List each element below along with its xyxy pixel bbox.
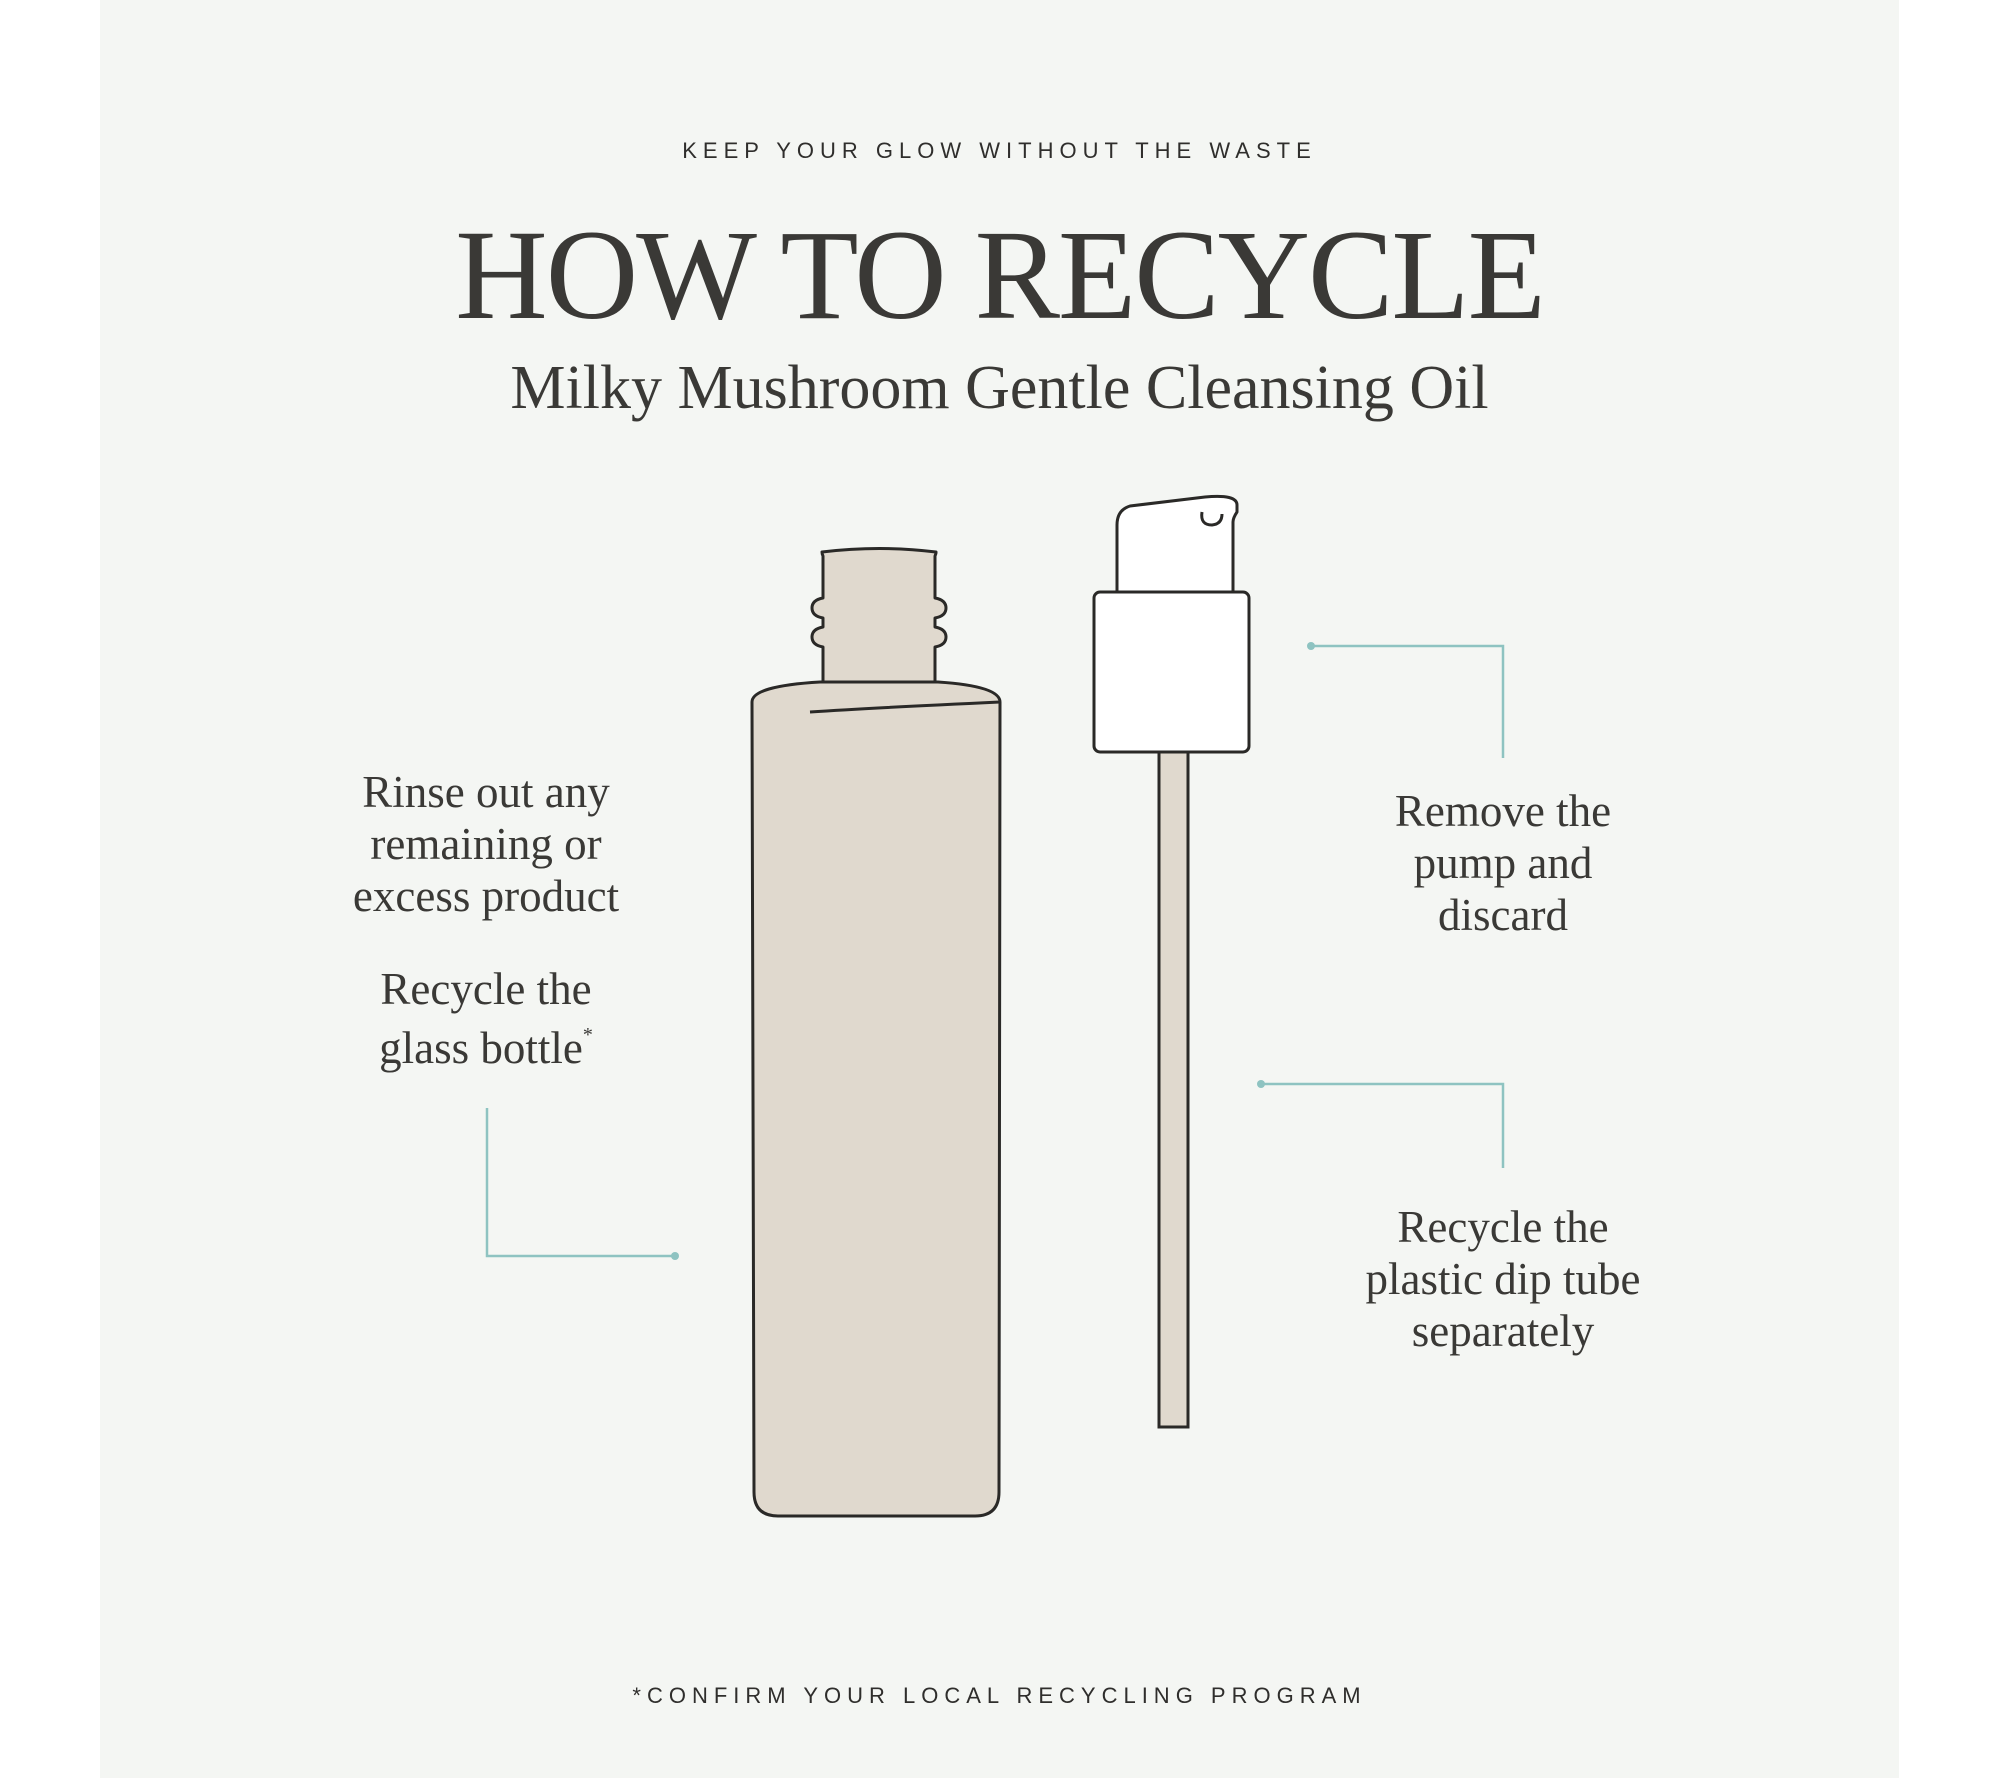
step-pump-line: Remove the <box>1394 786 1612 836</box>
step-pump-line: discard <box>1438 890 1568 940</box>
step-bottle-text: glass bottle <box>379 1023 583 1073</box>
step-rinse-line: Rinse out any <box>362 767 610 817</box>
pump-callout-dot <box>1307 642 1315 650</box>
tube-callout-dot <box>1257 1080 1265 1088</box>
step-recycle-bottle: Recycle the glass bottle* <box>286 963 686 1074</box>
step-tube-line: separately <box>1411 1306 1595 1356</box>
pump-icon <box>1092 494 1251 754</box>
product-name: Milky Mushroom Gentle Cleansing Oil <box>510 354 1489 422</box>
tube-callout-line <box>1261 1082 1505 1168</box>
footnote-marker: * <box>582 1024 593 1046</box>
step-rinse-line: excess product <box>352 871 620 921</box>
step-rinse: Rinse out any remaining or excess produc… <box>286 766 686 922</box>
step-tube-line: plastic dip tube <box>1365 1254 1641 1304</box>
pump-callout-line <box>1311 644 1505 758</box>
eyebrow-tagline: KEEP YOUR GLOW WITHOUT THE WASTE <box>682 138 1317 163</box>
step-bottle-line: glass bottle* <box>286 1015 686 1074</box>
dip-tube-icon <box>1157 750 1190 1429</box>
step-recycle-tube: Recycle the plastic dip tube separately <box>1303 1201 1703 1357</box>
step-tube-line: Recycle the <box>1397 1202 1609 1252</box>
step-pump-line: pump and <box>1413 838 1593 888</box>
footnote: *CONFIRM YOUR LOCAL RECYCLING PROGRAM <box>632 1683 1367 1708</box>
step-rinse-line: remaining or <box>370 819 602 869</box>
callout-lines <box>485 642 1505 1260</box>
step-bottle-line: Recycle the <box>380 964 592 1014</box>
bottle-callout-line <box>485 1108 675 1258</box>
page-title: HOW TO RECYCLE <box>455 204 1546 346</box>
step-remove-pump: Remove the pump and discard <box>1303 785 1703 941</box>
bottle-callout-dot <box>671 1252 679 1260</box>
glass-bottle-icon <box>750 547 1002 1518</box>
